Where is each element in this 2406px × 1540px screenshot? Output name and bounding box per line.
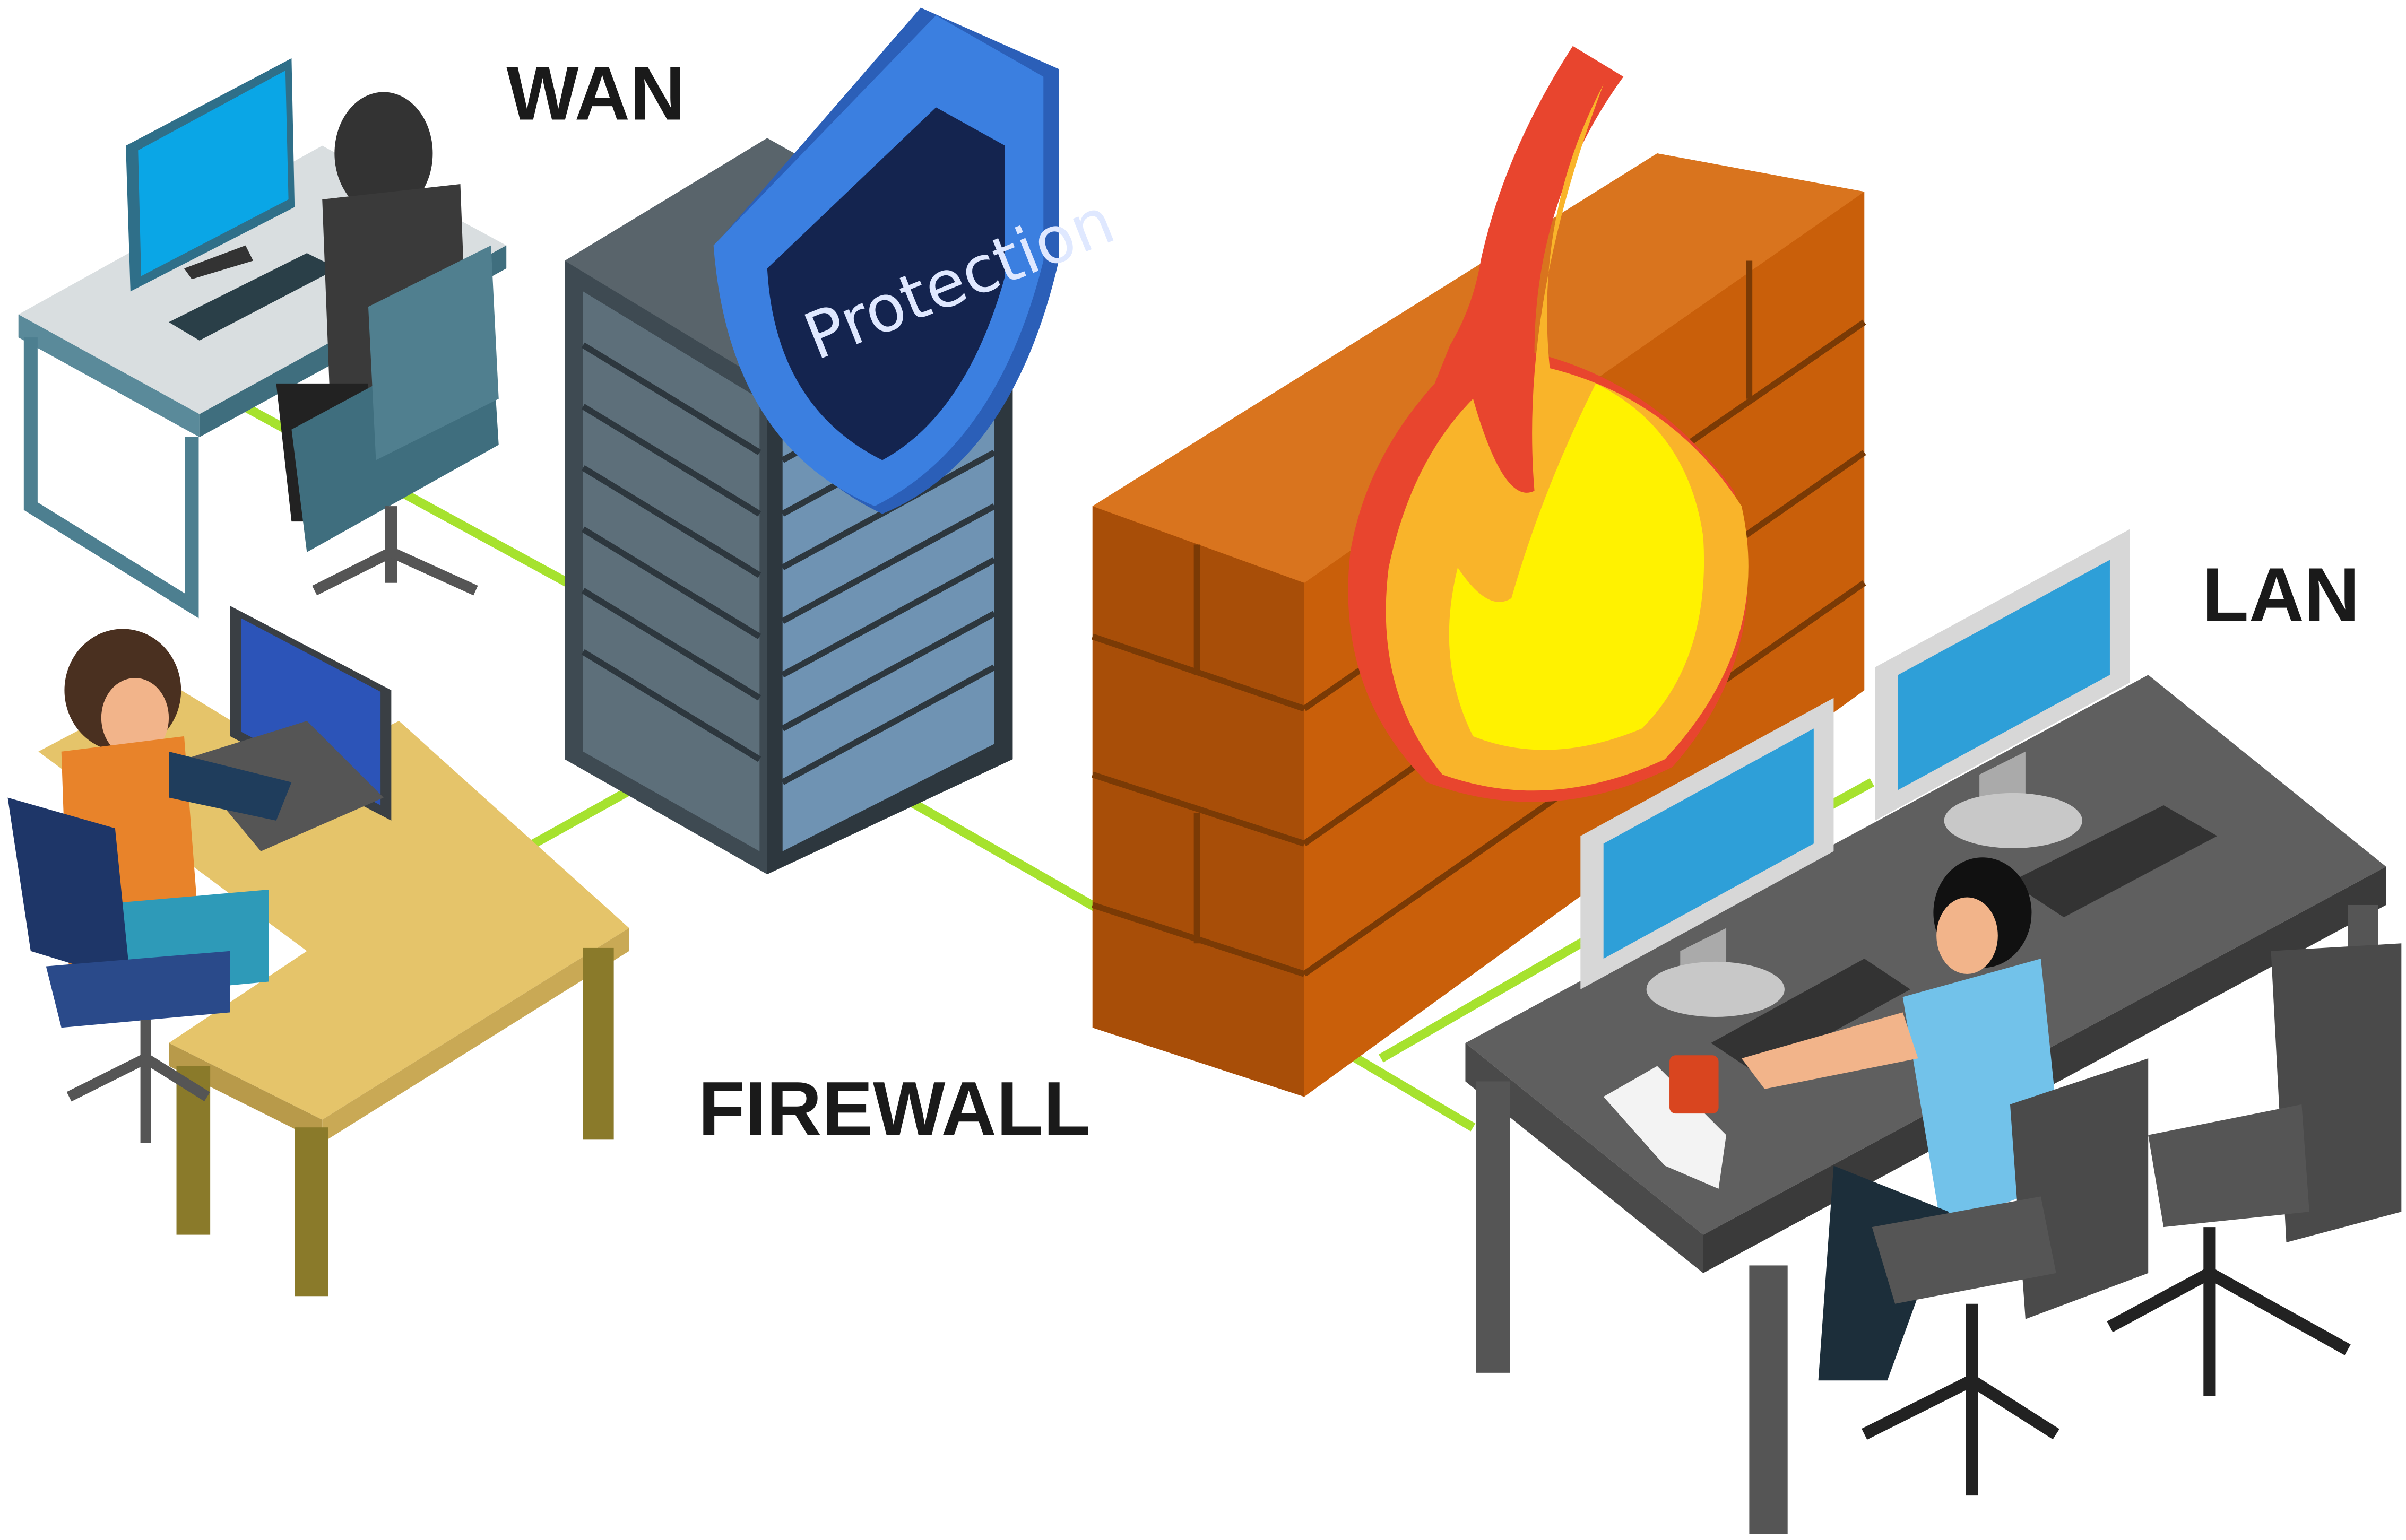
lan-workstation (1465, 529, 2402, 1534)
wan-label: WAN (506, 50, 685, 136)
flame-icon (1348, 46, 1749, 802)
lan-label: LAN (2202, 552, 2359, 638)
office-workstation (7, 606, 629, 1297)
wan-workstation (18, 58, 507, 619)
firewall-label: FIREWALL (698, 1066, 1091, 1152)
